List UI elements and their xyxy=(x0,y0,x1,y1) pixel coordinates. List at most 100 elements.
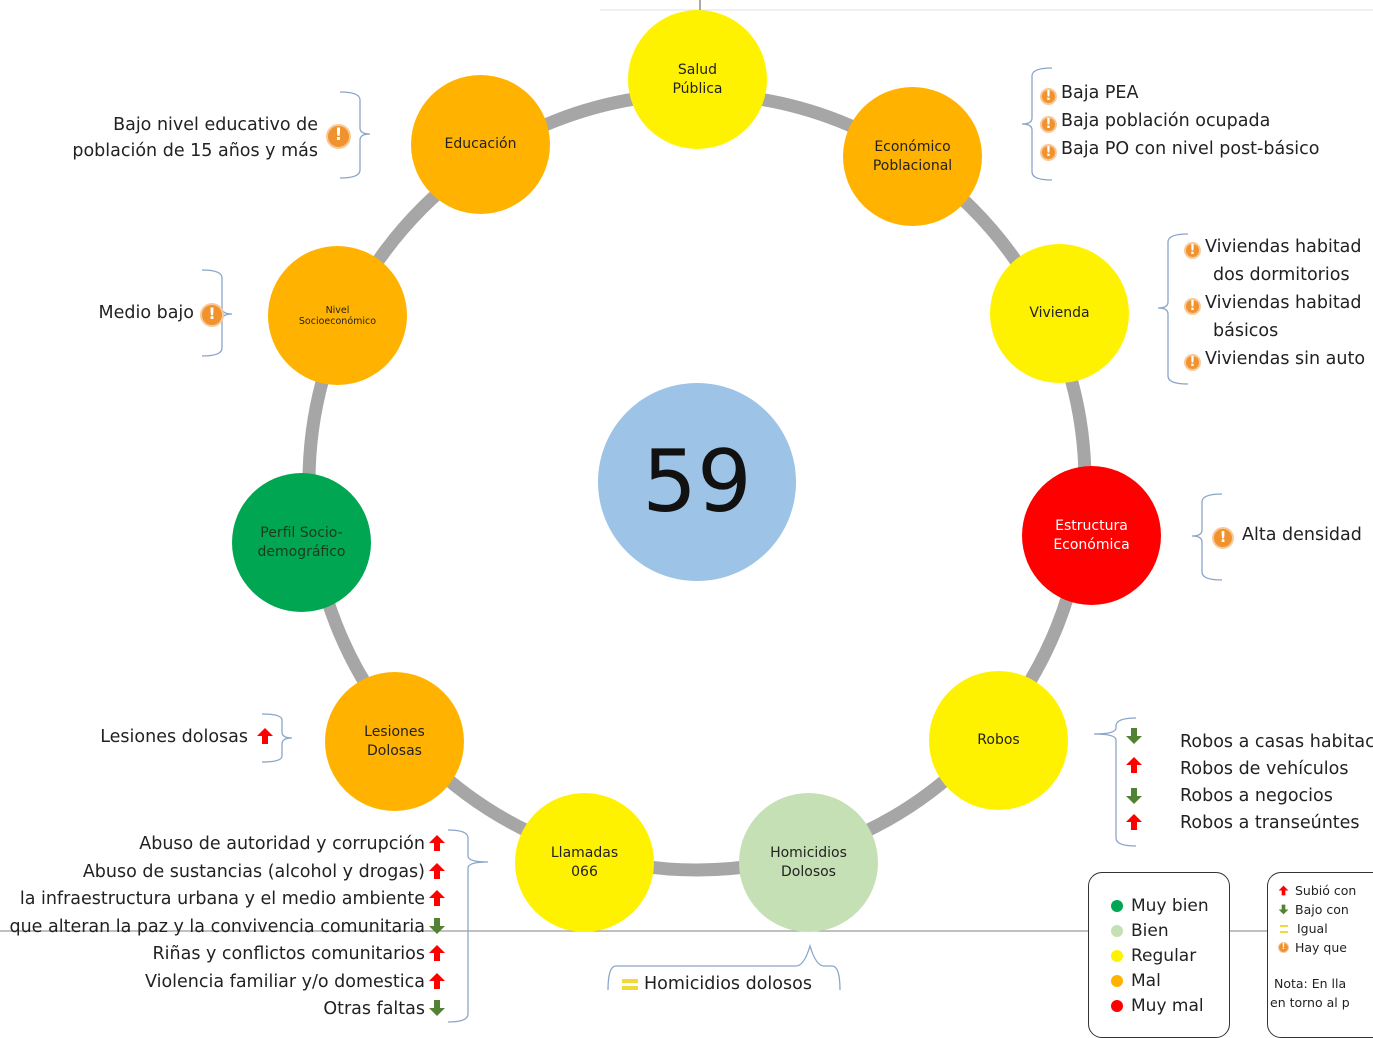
robos-note: Robos de vehículos xyxy=(1180,759,1349,779)
arrow-down-icon xyxy=(1126,728,1142,744)
legend-status: Muy bien Bien Regular Mal Muy mal xyxy=(1088,872,1230,1038)
node-estructura-economica[interactable]: Estructura Económica xyxy=(1022,466,1161,605)
warning-icon: ! xyxy=(1040,116,1057,133)
warning-icon: ! xyxy=(1184,298,1201,315)
legend-trend: Subió con Bajo con Igual ! Hay que Nota: … xyxy=(1267,872,1373,1038)
economico-note: !Baja población ocupada xyxy=(1036,110,1320,138)
legend-trend-item: Subió con xyxy=(1278,881,1373,900)
legend-trend-label: Subió con xyxy=(1295,883,1357,898)
llamadas-note: Violencia familiar y/o domestica xyxy=(9,971,449,999)
node-educacion[interactable]: Educación xyxy=(411,75,550,214)
vivienda-notes: !Viviendas habitad dos dormitorios !Vivi… xyxy=(1180,236,1365,376)
brace-llamadas xyxy=(447,829,489,1023)
node-vivienda[interactable]: Vivienda xyxy=(990,244,1129,383)
vivienda-note-text: Viviendas habitad xyxy=(1205,293,1362,313)
legend-item: Muy mal xyxy=(1111,993,1229,1018)
robos-note: Robos a casas habitac xyxy=(1180,732,1373,752)
legend-dot xyxy=(1111,924,1123,937)
vivienda-note-cont: básicos xyxy=(1213,321,1279,341)
node-lesiones-dolosas[interactable]: Lesiones Dolosas xyxy=(325,672,464,811)
legend-trend-item: Bajo con xyxy=(1278,900,1373,919)
legend-trend-label: Igual xyxy=(1297,921,1328,936)
arrow-up-icon xyxy=(429,862,445,879)
legend-trend-item: Igual xyxy=(1278,919,1373,938)
arrow-up-icon xyxy=(1126,757,1142,773)
homicidios-note: Homicidios dolosos xyxy=(622,973,812,995)
node-perfil-sociodemografico[interactable]: Perfil Socio- demográfico xyxy=(232,473,371,612)
educacion-note-line1: Bajo nivel educativo de xyxy=(113,115,318,135)
warning-icon: ! xyxy=(200,303,224,327)
legend-item: Bien xyxy=(1111,918,1229,943)
economico-notes: !Baja PEA !Baja población ocupada !Baja … xyxy=(1036,82,1320,166)
vivienda-note: !Viviendas habitad xyxy=(1180,236,1365,264)
warning-icon: ! xyxy=(1040,144,1057,161)
robos-note: Robos a transeúntes xyxy=(1180,813,1360,833)
legend-note-line2: en torno al p xyxy=(1270,995,1350,1010)
vivienda-note-cont: dos dormitorios xyxy=(1213,265,1350,285)
legend-item: Muy bien xyxy=(1111,893,1229,918)
brace-economico xyxy=(1021,67,1053,181)
legend-note-line1: Nota: En lla xyxy=(1274,976,1347,991)
warning-icon: ! xyxy=(1212,527,1234,549)
llamadas-note: Abuso de sustancias (alcohol y drogas) xyxy=(9,861,449,889)
brace-vivienda xyxy=(1157,233,1189,385)
lesiones-note: Lesiones dolosas xyxy=(100,727,248,747)
arrow-up-icon xyxy=(429,835,445,851)
legend-label: Muy mal xyxy=(1131,995,1204,1016)
center-score: 59 xyxy=(598,383,796,581)
economico-note-text: Baja PO con nivel post-básico xyxy=(1061,139,1320,159)
llamadas-note-text: Abuso de autoridad y corrupción xyxy=(139,834,425,854)
legend-label: Bien xyxy=(1131,920,1169,941)
node-llamadas-066[interactable]: Llamadas 066 xyxy=(515,793,654,932)
warning-icon: ! xyxy=(326,124,351,149)
llamadas-note-text: la infraestructura urbana y el medio amb… xyxy=(19,889,425,909)
economico-note: !Baja PEA xyxy=(1036,82,1320,110)
vivienda-note-text: Viviendas sin auto xyxy=(1205,349,1366,369)
llamadas-note: que alteran la paz y la convivencia comu… xyxy=(9,916,449,944)
node-salud-publica[interactable]: Salud Pública xyxy=(628,10,767,149)
llamadas-note: la infraestructura urbana y el medio amb… xyxy=(9,888,449,916)
nivel-note: Medio bajo xyxy=(98,303,194,323)
brace-nivel xyxy=(201,269,233,357)
legend-trend-item: ! Hay que xyxy=(1278,938,1373,957)
node-homicidios-dolosos[interactable]: Homicidios Dolosos xyxy=(739,793,878,932)
robos-note: Robos a negocios xyxy=(1180,786,1333,806)
warning-icon: ! xyxy=(1040,88,1057,105)
economico-note: !Baja PO con nivel post-básico xyxy=(1036,138,1320,166)
legend-dot xyxy=(1111,999,1123,1012)
brace-lesiones xyxy=(261,713,293,763)
legend-dot xyxy=(1111,974,1123,987)
legend-dot xyxy=(1111,899,1123,912)
warning-icon: ! xyxy=(1184,354,1201,371)
brace-homicidios xyxy=(607,943,841,991)
economico-note-text: Baja población ocupada xyxy=(1061,111,1271,131)
llamadas-note-text: Abuso de sustancias (alcohol y drogas) xyxy=(82,861,425,882)
legend-trend-label: Bajo con xyxy=(1295,902,1349,917)
llamadas-note: Riñas y conflictos comunitarios xyxy=(9,943,449,971)
warning-icon: ! xyxy=(1278,942,1289,953)
estructura-note-text: Alta densidad xyxy=(1242,525,1362,545)
brace-robos xyxy=(1093,717,1137,847)
llamadas-note-text: Riñas y conflictos comunitarios xyxy=(152,944,426,964)
node-robos[interactable]: Robos xyxy=(929,671,1068,810)
homicidios-note-text: Homicidios dolosos xyxy=(644,974,812,994)
arrow-up-icon xyxy=(429,945,445,961)
node-nivel-socioeconomico[interactable]: Nivel Socioeconómico xyxy=(268,246,407,385)
arrow-up-icon xyxy=(1126,814,1142,830)
legend-item: Regular xyxy=(1111,943,1229,968)
arrow-down-icon xyxy=(429,917,445,934)
legend-label: Muy bien xyxy=(1131,895,1209,916)
estructura-note: ! Alta densidad xyxy=(1208,524,1362,549)
equal-icon xyxy=(1280,924,1288,933)
arrow-down-icon xyxy=(1126,788,1142,804)
brace-educacion xyxy=(339,91,371,179)
llamadas-note: Otras faltas xyxy=(9,998,449,1026)
legend-label: Regular xyxy=(1131,945,1197,966)
node-economico-poblacional[interactable]: Económico Poblacional xyxy=(843,87,982,226)
arrow-down-icon xyxy=(1278,904,1289,915)
llamadas-note: Abuso de autoridad y corrupción xyxy=(9,833,449,861)
legend-trend-label: Hay que xyxy=(1295,940,1347,955)
vivienda-note: !Viviendas habitad xyxy=(1180,292,1365,320)
legend-item: Mal xyxy=(1111,968,1229,993)
